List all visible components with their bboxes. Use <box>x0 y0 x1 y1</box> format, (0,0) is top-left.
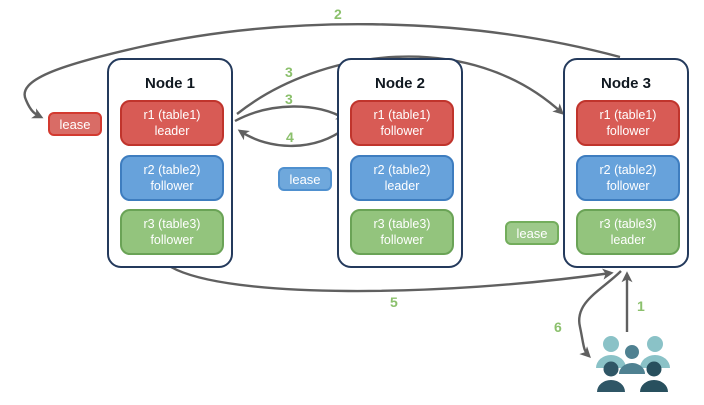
user-figure <box>619 345 645 374</box>
replica-name: r3 (table3) <box>373 216 431 231</box>
node-1-replica-r1: r1 (table1) leader <box>120 100 224 146</box>
arrow-step-6-response-to-client <box>577 270 622 358</box>
node-2: Node 2 r1 (table1) follower r2 (table2) … <box>337 58 463 268</box>
lease-badge-table1: lease <box>48 112 102 136</box>
step-label-3a: 3 <box>285 64 293 80</box>
replica-name: r3 (table3) <box>143 216 201 231</box>
replica-role: follower <box>380 233 424 247</box>
node-2-replica-r2: r2 (table2) leader <box>350 155 454 201</box>
arrow-step-2-lease-transfer <box>23 22 621 119</box>
node-1-title: Node 1 <box>144 75 195 92</box>
step-label-6: 6 <box>554 319 562 335</box>
replica-role: follower <box>150 233 194 247</box>
replica-name: r2 (table2) <box>143 162 201 177</box>
arrow-step-3-replicate-to-node2 <box>234 105 348 123</box>
lease-badge-table2: lease <box>278 167 332 191</box>
replica-role: follower <box>150 179 194 193</box>
node-3-replica-r3: r3 (table3) leader <box>576 209 680 255</box>
replica-role: leader <box>154 124 190 138</box>
node-1-replica-r3: r3 (table3) follower <box>120 209 224 255</box>
replica-name: r2 (table2) <box>373 162 431 177</box>
user-figure <box>640 336 670 368</box>
node-2-replica-r1: r1 (table1) follower <box>350 100 454 146</box>
replica-name: r1 (table1) <box>599 107 657 122</box>
node-3-title: Node 3 <box>600 75 651 92</box>
node-1-replica-r2: r2 (table2) follower <box>120 155 224 201</box>
node-3-replica-r1: r1 (table1) follower <box>576 100 680 146</box>
replica-role: follower <box>606 179 650 193</box>
user-figure <box>597 361 625 392</box>
step-label-1: 1 <box>637 298 645 314</box>
replica-name: r1 (table1) <box>373 107 431 122</box>
replica-role: leader <box>384 179 420 193</box>
user-figure <box>640 361 668 392</box>
node-2-replica-r3: r3 (table3) follower <box>350 209 454 255</box>
step-label-3b: 3 <box>285 91 293 107</box>
node-2-title: Node 2 <box>374 75 425 92</box>
arrow-step-5-node1-to-node3 <box>170 265 614 293</box>
node-3-replica-r2: r2 (table2) follower <box>576 155 680 201</box>
step-label-2: 2 <box>334 6 342 22</box>
node-3: Node 3 r1 (table1) follower r2 (table2) … <box>563 58 689 268</box>
step-label-5: 5 <box>390 294 398 310</box>
step-label-4: 4 <box>286 129 294 145</box>
replica-name: r3 (table3) <box>599 216 657 231</box>
replica-role: follower <box>380 124 424 138</box>
replica-role: leader <box>610 233 646 247</box>
replica-role: follower <box>606 124 650 138</box>
lease-badge-table3: lease <box>505 221 559 245</box>
arrow-step-4-ack-to-leader <box>237 126 348 148</box>
node-1: Node 1 r1 (table1) leader r2 (table2) fo… <box>107 58 233 268</box>
replica-name: r2 (table2) <box>599 162 657 177</box>
arrow-step-3-replicate-to-node3 <box>236 55 565 115</box>
users-group-icon <box>596 336 670 392</box>
replica-name: r1 (table1) <box>143 107 201 122</box>
